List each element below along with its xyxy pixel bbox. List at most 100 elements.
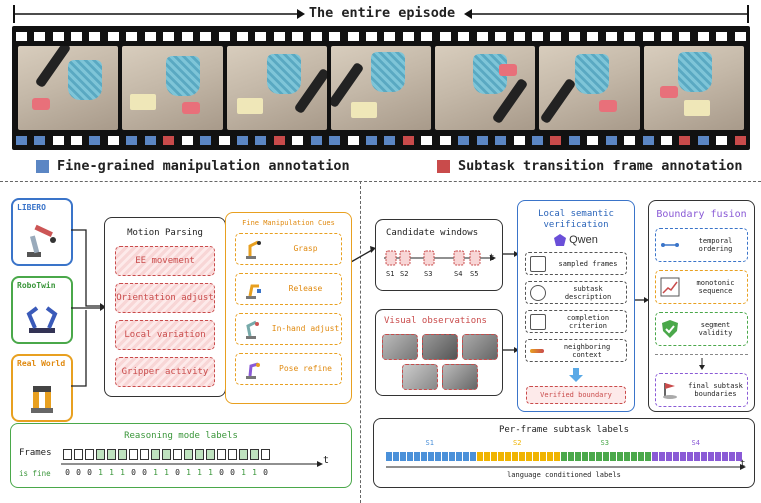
- industrial-robot-icon: [31, 386, 53, 413]
- cue-label: Pose refine: [279, 364, 332, 373]
- boundary-fusion-panel: Boundary fusion temporal ordering monoto…: [648, 200, 755, 412]
- source-libero: LIBERO: [11, 198, 73, 266]
- window-label: S2: [400, 270, 409, 278]
- fusion-result-label: final subtask boundaries: [688, 382, 743, 398]
- timeline-nodes-icon: [661, 243, 679, 247]
- frame-label-cell: [658, 451, 666, 462]
- frame-label-cell: [511, 451, 519, 462]
- double-arrow-icon: [530, 348, 544, 353]
- frame-label-cell: [518, 451, 526, 462]
- fine-cues-title: Fine Manipulation Cues: [242, 219, 335, 227]
- frame-label-cell: [609, 451, 617, 462]
- observation-thumb: [402, 364, 438, 390]
- frame-label-cell: [693, 451, 701, 462]
- checklist-icon: [530, 313, 546, 330]
- frame-label-cell: [497, 451, 505, 462]
- frame-cell: [206, 449, 215, 460]
- in-hand-robot-icon: [246, 320, 259, 339]
- episode-frame: [539, 46, 640, 130]
- episode-span-arrow: [13, 5, 749, 23]
- frame-label-cell: [462, 451, 470, 462]
- down-arrow-icon: [569, 368, 583, 382]
- frame-label-cell: [721, 451, 729, 462]
- frame-label-cell: [567, 451, 575, 462]
- is-fine-value: 0: [76, 468, 81, 477]
- film-frames: [18, 46, 744, 130]
- frame-cell: [118, 449, 127, 460]
- frame-cell: [96, 449, 105, 460]
- episode-header: The entire episode: [12, 4, 750, 24]
- episode-frame: [330, 46, 432, 130]
- frame-cells: [63, 449, 270, 460]
- verify-item-label: neighboring context: [563, 342, 611, 359]
- qwen-logo-icon: [554, 234, 567, 246]
- fine-cues-panel: Fine Manipulation Cues Grasp Release In-…: [225, 212, 352, 404]
- frame-label-cell: [434, 451, 442, 462]
- frame-cell: [129, 449, 138, 460]
- cue-in-hand-adjust: In-hand adjust: [235, 313, 342, 345]
- frame-cell: [162, 449, 171, 460]
- shield-check-icon: [662, 320, 678, 338]
- motion-parsing-item: Orientation adjust: [115, 283, 215, 313]
- observation-thumb: [382, 334, 418, 360]
- trend-chart-icon: [660, 277, 680, 297]
- candidate-timeline: [384, 250, 496, 266]
- frame-label-cell: [700, 451, 708, 462]
- release-robot-icon: [246, 284, 261, 299]
- segment-name: S3: [600, 439, 609, 447]
- cue-label: Grasp: [293, 244, 318, 253]
- frame-label-cell: [406, 451, 414, 462]
- per-frame-caption: language conditioned labels: [507, 471, 621, 479]
- frame-label-cell: [595, 451, 603, 462]
- motion-parsing-item: EE movement: [115, 246, 215, 276]
- frame-cell: [228, 449, 237, 460]
- final-boundaries: final subtask boundaries: [655, 373, 748, 407]
- fusion-divider: [655, 354, 748, 355]
- episode-frame: [122, 46, 223, 130]
- is-fine-value: 0: [263, 468, 268, 477]
- frame-label-cell: [560, 451, 568, 462]
- frame-label-cell: [644, 451, 652, 462]
- frame-cell: [107, 449, 116, 460]
- visual-title: Visual observations: [384, 316, 487, 326]
- frame-cell: [63, 449, 72, 460]
- frame-label-cell: [630, 451, 638, 462]
- frame-label-cell: [588, 451, 596, 462]
- segment-name: S4: [691, 439, 700, 447]
- flag-icon: [663, 383, 677, 399]
- observation-thumb: [462, 334, 498, 360]
- frame-label-cell: [553, 451, 561, 462]
- film-strip: [12, 26, 750, 150]
- dual-arm-icon: [26, 306, 58, 333]
- frame-cell: [195, 449, 204, 460]
- source-real-world: Real World: [11, 354, 73, 422]
- source-libero-label: LIBERO: [17, 203, 46, 212]
- frame-label-cell: [546, 451, 554, 462]
- is-fine-value: 0: [175, 468, 180, 477]
- is-fine-value: 0: [230, 468, 235, 477]
- episode-frame: [226, 46, 327, 130]
- frame-label-cell: [483, 451, 491, 462]
- frame-label-cell: [714, 451, 722, 462]
- fusion-temporal: temporal ordering: [655, 228, 748, 262]
- frame-cell: [239, 449, 248, 460]
- local-semantic-panel: Local semantic verification Qwen sampled…: [517, 200, 635, 412]
- candidate-title: Candidate windows: [386, 228, 479, 238]
- frame-label-cell: [672, 451, 680, 462]
- cue-pose-refine: Pose refine: [235, 353, 342, 385]
- frame-label-cell: [665, 451, 673, 462]
- frame-label-cell: [490, 451, 498, 462]
- motion-parsing-panel: Motion Parsing EE movement Orientation a…: [104, 217, 226, 397]
- episode-frame: [435, 46, 536, 130]
- frame-label-cell: [392, 451, 400, 462]
- frame-cell: [85, 449, 94, 460]
- window-label: S1: [386, 270, 395, 278]
- pose-refine-robot-icon: [246, 362, 260, 379]
- frame-cell: [173, 449, 182, 460]
- frame-label-cell: [616, 451, 624, 462]
- qwen-brand: Qwen: [518, 234, 634, 246]
- is-fine-value: 0: [87, 468, 92, 477]
- verified-boundary: Verified boundary: [526, 386, 626, 404]
- per-frame-axis: [386, 464, 746, 470]
